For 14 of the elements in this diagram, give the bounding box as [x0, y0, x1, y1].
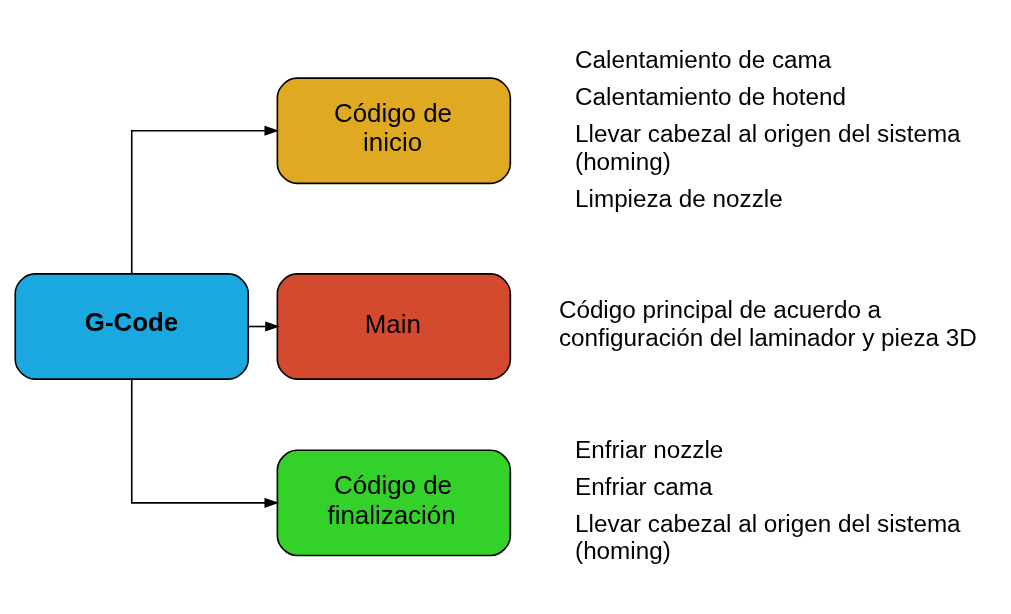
node-box: Main — [276, 272, 512, 380]
node-label: Calentamiento de hotend — [575, 82, 847, 110]
node-label: Llevar cabezal al origen del sistema (homing) — [575, 509, 961, 564]
node-box: G-Code — [14, 272, 250, 380]
node-label: Calentamiento de cama — [575, 45, 832, 73]
arrow — [130, 378, 280, 508]
node-label: Código principal de acuerdo a configuración del laminador y pieza 3D — [558, 295, 977, 351]
node-label: Enfriar nozzle — [575, 435, 724, 463]
node-label: Llevar cabezal al origen del sistema (homing) — [575, 119, 961, 175]
arrow — [130, 125, 280, 274]
node-label: Enfriar cama — [575, 472, 713, 500]
node-label: Limpieza de nozzle — [575, 184, 783, 212]
node-box: Código de finalización — [276, 448, 512, 556]
node-box: Código de inicio — [276, 76, 512, 184]
